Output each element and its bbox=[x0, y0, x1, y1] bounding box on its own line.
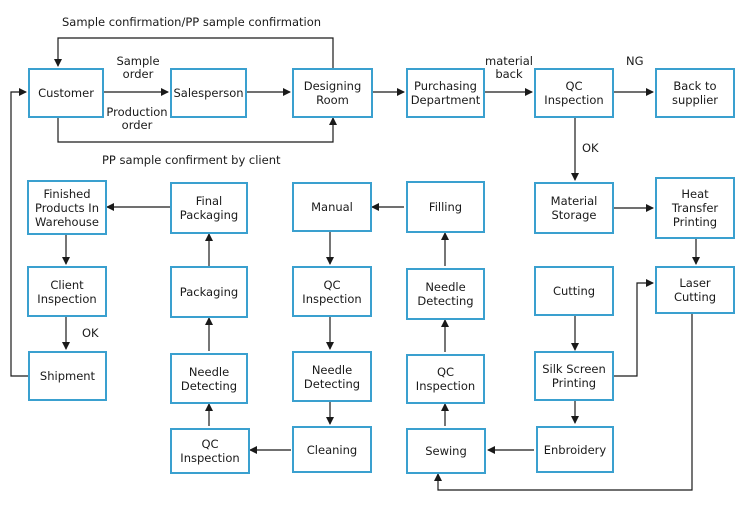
node-qc-inspection-mid: QC Inspection bbox=[292, 266, 372, 317]
arrow-production-order bbox=[57, 117, 337, 143]
label-ok-top: OK bbox=[582, 141, 599, 155]
node-back-to-supplier: Back to supplier bbox=[655, 68, 735, 118]
node-final-packaging: Final Packaging bbox=[170, 182, 248, 234]
label-sample-confirmation: Sample confirmation/PP sample confirmati… bbox=[62, 15, 322, 29]
node-manual: Manual bbox=[292, 182, 372, 232]
node-heat-transfer-printing: Heat Transfer Printing bbox=[655, 177, 735, 239]
node-packaging: Packaging bbox=[170, 266, 248, 318]
label-ok-bottom: OK bbox=[82, 326, 99, 340]
node-shipment: Shipment bbox=[28, 351, 107, 401]
node-needle-detecting-c: Needle Detecting bbox=[292, 351, 372, 402]
label-sample-order: Sample order bbox=[116, 54, 160, 81]
node-cutting: Cutting bbox=[534, 266, 614, 316]
node-material-storage: Material Storage bbox=[534, 182, 614, 234]
node-designing-room: Designing Room bbox=[292, 68, 373, 118]
node-embroidery: Enbroidery bbox=[536, 426, 614, 473]
node-laser-cutting: Laser Cutting bbox=[655, 266, 735, 314]
arrow-silk-laser bbox=[614, 279, 654, 377]
node-salesperson: Salesperson bbox=[170, 68, 247, 118]
arrow-laser-sewing bbox=[434, 314, 693, 491]
node-silk-screen-printing: Silk Screen Printing bbox=[534, 351, 614, 401]
node-purchasing-department: Purchasing Department bbox=[406, 68, 485, 118]
node-customer: Customer bbox=[28, 68, 104, 118]
label-ng: NG bbox=[626, 54, 644, 68]
node-sewing: Sewing bbox=[406, 428, 486, 474]
node-finished-products: Finished Products In Warehouse bbox=[27, 180, 107, 235]
node-qc-inspection-top: QC Inspection bbox=[534, 68, 614, 118]
label-production-order: Production order bbox=[106, 105, 168, 132]
arrow-sample-confirmation bbox=[54, 37, 334, 68]
arrow-shipment-customer bbox=[10, 88, 28, 377]
node-qc-inspection-bottom: QC Inspection bbox=[170, 428, 250, 474]
node-needle-detecting-a: Needle Detecting bbox=[406, 268, 485, 320]
node-cleaning: Cleaning bbox=[292, 426, 372, 473]
node-qc-inspection-sew: QC Inspection bbox=[406, 354, 485, 404]
label-material-back: material back bbox=[485, 54, 533, 81]
node-client-inspection: Client Inspection bbox=[27, 266, 107, 317]
label-pp-confirm: PP sample confirment by client bbox=[102, 153, 281, 167]
node-needle-detecting-b: Needle Detecting bbox=[170, 353, 248, 404]
node-filling: Filling bbox=[406, 181, 485, 233]
